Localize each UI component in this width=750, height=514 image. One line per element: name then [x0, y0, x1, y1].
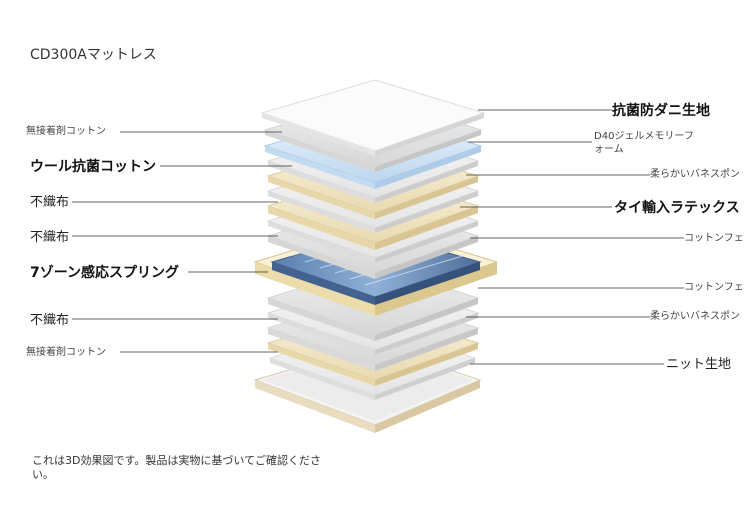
- label-adhesive-free-cotton-bottom: 無接着剤コットン: [26, 347, 106, 358]
- label-gel-memory-foam-2: ォーム: [594, 144, 624, 155]
- label-nonwoven-1: 不織布: [30, 195, 70, 210]
- disclaimer-note: これは3D効果図です。製品は実物に基づいてご確認ください。: [32, 454, 322, 481]
- label-nonwoven-2: 不織布: [30, 230, 70, 245]
- label-thai-latex: タイ輸入ラテックス: [614, 200, 740, 216]
- page-title: CD300Aマットレス: [30, 47, 157, 63]
- mattress-layers: [253, 79, 499, 400]
- label-wool-antibacterial-cotton: ウール抗菌コットン: [30, 159, 156, 175]
- label-nonwoven-3: 不織布: [30, 313, 70, 328]
- leader-lines: [72, 109, 684, 365]
- layer-antimite-fabric: [260, 79, 486, 156]
- label-adhesive-free-cotton-top: 無接着剤コットン: [26, 126, 106, 137]
- label-antimite-fabric: 抗菌防ダニ生地: [612, 103, 710, 119]
- label-cotton-felt-upper: コットンフェ: [684, 233, 744, 244]
- label-knit-fabric: ニット生地: [666, 357, 732, 372]
- label-7zone-springs: 7ゾーン感応スプリング: [30, 265, 180, 281]
- label-gel-memory-foam-1: D40ジェルメモリーフ: [594, 131, 694, 142]
- label-soft-spring-foam-lower: 柔らかいバネスポン: [650, 311, 740, 322]
- label-soft-spring-foam-upper: 柔らかいバネスポン: [650, 169, 740, 180]
- label-cotton-felt-lower: コットンフェ: [684, 282, 744, 293]
